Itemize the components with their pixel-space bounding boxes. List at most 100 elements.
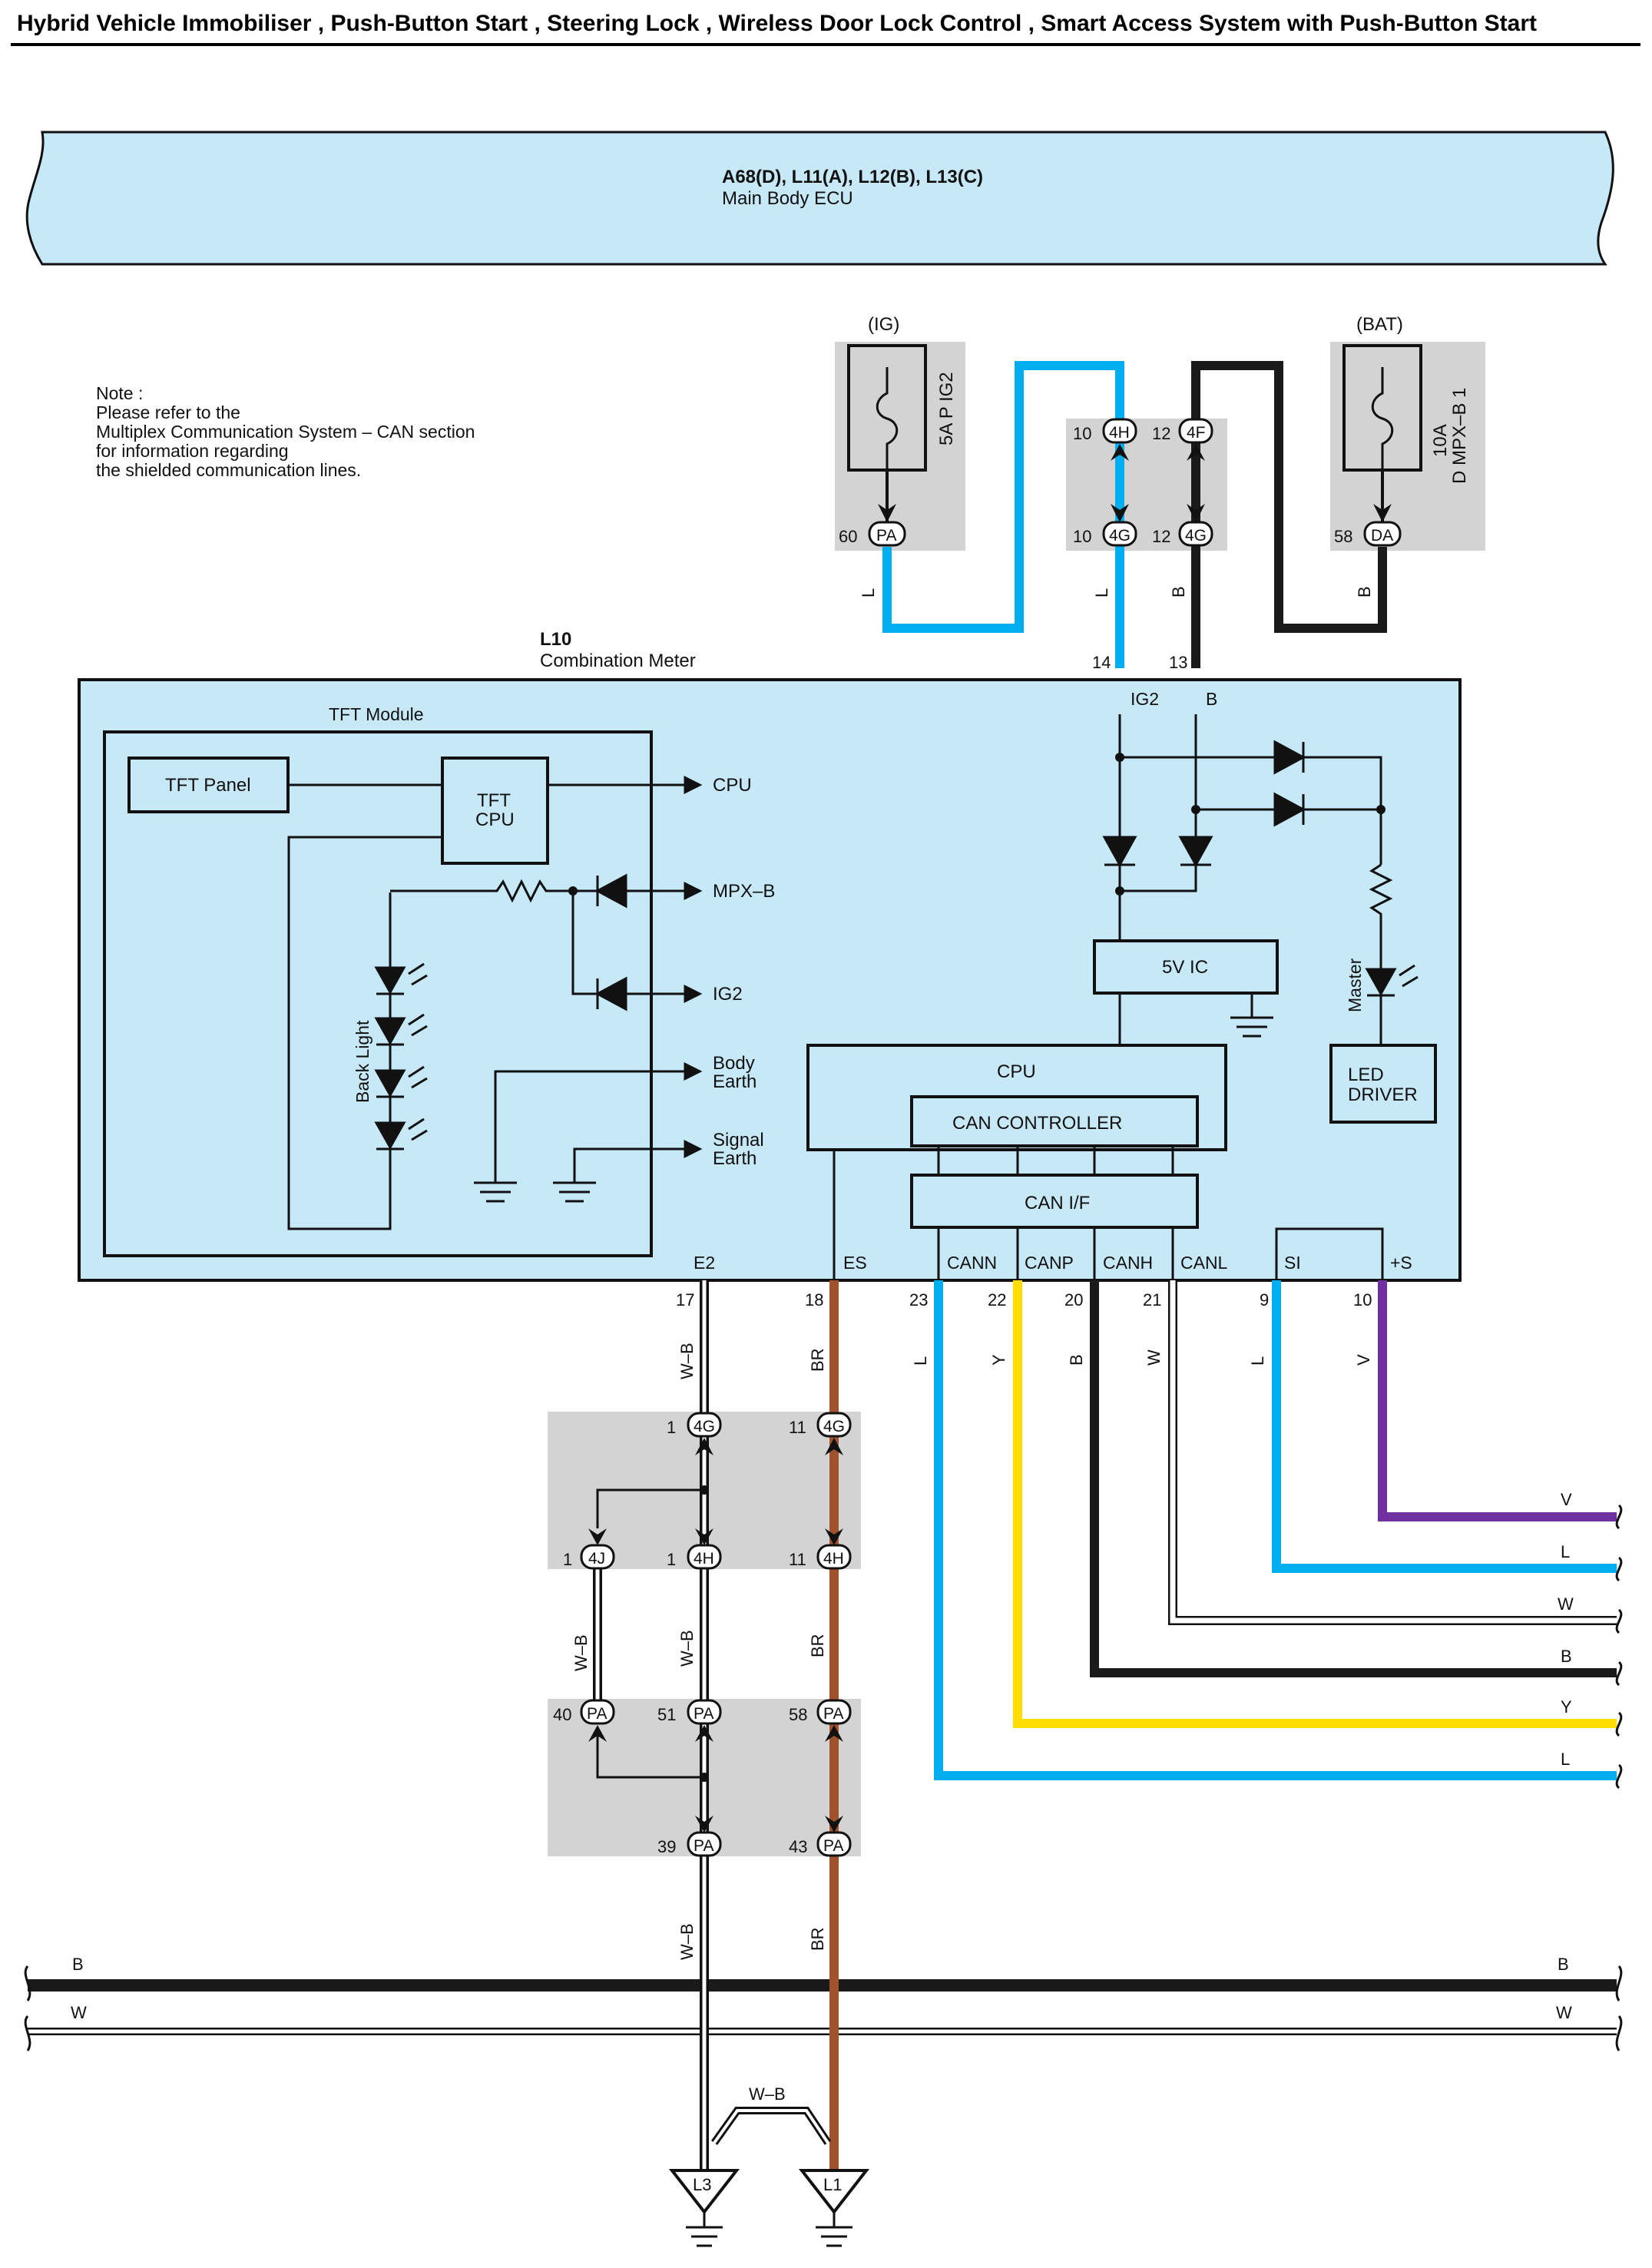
connector-4j bbox=[580, 1544, 615, 1570]
diode-b-lead bbox=[1118, 810, 1197, 941]
bat-fuse-block bbox=[1330, 342, 1485, 551]
wire-label-b: B bbox=[1561, 1647, 1572, 1666]
term-canh: CANH bbox=[1103, 1253, 1153, 1273]
note-line: for information regarding bbox=[96, 441, 289, 461]
ground-l3-label: L3 bbox=[693, 2175, 711, 2194]
diode-mpxb bbox=[573, 873, 627, 909]
wire-label-l: L bbox=[1561, 1750, 1570, 1769]
connector-4g-es bbox=[816, 1412, 852, 1438]
arrow-down bbox=[825, 1816, 843, 1833]
wire-label-br: BR bbox=[808, 1927, 827, 1951]
connector-pa-39 bbox=[687, 1831, 722, 1857]
ground-icon bbox=[553, 1181, 596, 1203]
wire-label-l: L bbox=[859, 588, 878, 598]
pin-11-4g: 11 bbox=[789, 1418, 806, 1437]
pin-22: 22 bbox=[988, 1290, 1006, 1309]
can-if bbox=[910, 1174, 1199, 1229]
tft-cpu-loop bbox=[287, 836, 442, 1230]
signal-earth-1: Signal bbox=[713, 1130, 764, 1151]
pin-58-da: 58 bbox=[1334, 527, 1352, 546]
five-v-ic-label: 5V IC bbox=[1162, 957, 1208, 978]
pin-43: 43 bbox=[789, 1837, 807, 1856]
connector-4h-label: 4H bbox=[823, 1550, 844, 1568]
term-plus-s: +S bbox=[1390, 1253, 1412, 1273]
wire-l-ig2 bbox=[882, 361, 1124, 668]
connector-4h-label: 4H bbox=[694, 1550, 714, 1568]
arrow-down bbox=[588, 1528, 607, 1545]
note-line: Note : bbox=[96, 383, 143, 403]
bus-b-label: B bbox=[72, 1955, 84, 1974]
bus-w-label: W bbox=[71, 2003, 87, 2022]
junction-dot bbox=[700, 1485, 709, 1495]
arrow-down bbox=[825, 1528, 843, 1545]
wire-label-y: Y bbox=[989, 1354, 1008, 1366]
term-canl: CANL bbox=[1180, 1253, 1228, 1273]
wire-cann-l bbox=[934, 1280, 1617, 1780]
term-cann: CANN bbox=[947, 1253, 997, 1273]
ig-group-label: (IG) bbox=[868, 314, 899, 335]
signal-earth-2: Earth bbox=[713, 1148, 756, 1169]
out-mpxb: MPX–B bbox=[713, 881, 775, 902]
note-line: the shielded communication lines. bbox=[96, 460, 361, 480]
diagram-title: Hybrid Vehicle Immobiliser , Push-Button… bbox=[17, 11, 1538, 36]
meter-name: Combination Meter bbox=[540, 651, 696, 671]
connector-4h-label: 4H bbox=[1109, 424, 1130, 442]
connector-4g-label: 4G bbox=[1109, 527, 1131, 545]
wire-label-wb: W–B bbox=[571, 1634, 591, 1671]
ecu-codes: A68(D), L11(A), L12(B), L13(C) bbox=[722, 167, 983, 187]
wire-si-l bbox=[1272, 1280, 1617, 1573]
connector-pa bbox=[868, 521, 906, 547]
out-ig2: IG2 bbox=[713, 984, 743, 1005]
branch-4g-4j bbox=[596, 1488, 704, 1528]
branch-pa-low bbox=[596, 1736, 704, 1779]
connector-pa-43 bbox=[816, 1831, 852, 1857]
cpu-label: CPU bbox=[997, 1061, 1036, 1082]
body-earth-1: Body bbox=[713, 1053, 755, 1074]
pin-9: 9 bbox=[1260, 1290, 1269, 1309]
junction-dot bbox=[700, 1773, 709, 1782]
wire-label-wb: W–B bbox=[677, 1630, 697, 1667]
term-canp: CANP bbox=[1025, 1253, 1074, 1273]
tft-cpu-label-2: CPU bbox=[475, 810, 515, 830]
ground-l1 bbox=[798, 2169, 870, 2215]
master-label: Master bbox=[1345, 958, 1365, 1012]
back-light-label: Back Light bbox=[353, 1020, 372, 1103]
wire-label-l: L bbox=[1248, 1356, 1267, 1366]
resistor bbox=[390, 879, 572, 903]
arrow-up bbox=[588, 1725, 607, 1742]
connector-pa-label: PA bbox=[823, 1837, 843, 1855]
connector-da bbox=[1363, 521, 1402, 547]
pin-51: 51 bbox=[657, 1705, 676, 1724]
arrow-4h-up bbox=[1111, 444, 1129, 461]
shield-jumper-inner bbox=[713, 2109, 829, 2144]
ig2-branch bbox=[571, 891, 598, 995]
pin-14: 14 bbox=[1092, 653, 1111, 672]
five-v-ground-lead bbox=[1212, 992, 1253, 1018]
meter-b-term: B bbox=[1206, 689, 1217, 709]
connector-4f-label: 4F bbox=[1187, 424, 1206, 442]
ground-icon bbox=[686, 2212, 723, 2247]
connector-4h-es bbox=[816, 1544, 852, 1570]
tft-module-label: TFT Module bbox=[329, 704, 424, 724]
led-icon bbox=[374, 1065, 428, 1098]
pin-23: 23 bbox=[909, 1290, 928, 1309]
pin-1-4j: 1 bbox=[563, 1550, 572, 1569]
connector-4g-label: 4G bbox=[1185, 527, 1207, 545]
title-rule bbox=[11, 43, 1640, 46]
wire-s-v bbox=[1378, 1280, 1617, 1521]
pin-18: 18 bbox=[805, 1290, 823, 1309]
connector-pa-58 bbox=[816, 1699, 852, 1725]
diode-join bbox=[1303, 756, 1382, 865]
term-si: SI bbox=[1284, 1253, 1301, 1273]
arrow-down bbox=[695, 1528, 713, 1545]
pin-1-4g: 1 bbox=[667, 1418, 676, 1437]
led-driver bbox=[1329, 1044, 1437, 1124]
pin-60: 60 bbox=[839, 527, 857, 546]
body-earth-2: Earth bbox=[713, 1071, 756, 1092]
ecu-name: Main Body ECU bbox=[722, 188, 853, 209]
pin-58: 58 bbox=[789, 1705, 807, 1724]
wire-label-br: BR bbox=[808, 1634, 827, 1657]
body-earth-wire bbox=[494, 1062, 703, 1183]
wire-label-l: L bbox=[1092, 588, 1111, 598]
connector-pa-label: PA bbox=[587, 1705, 607, 1723]
